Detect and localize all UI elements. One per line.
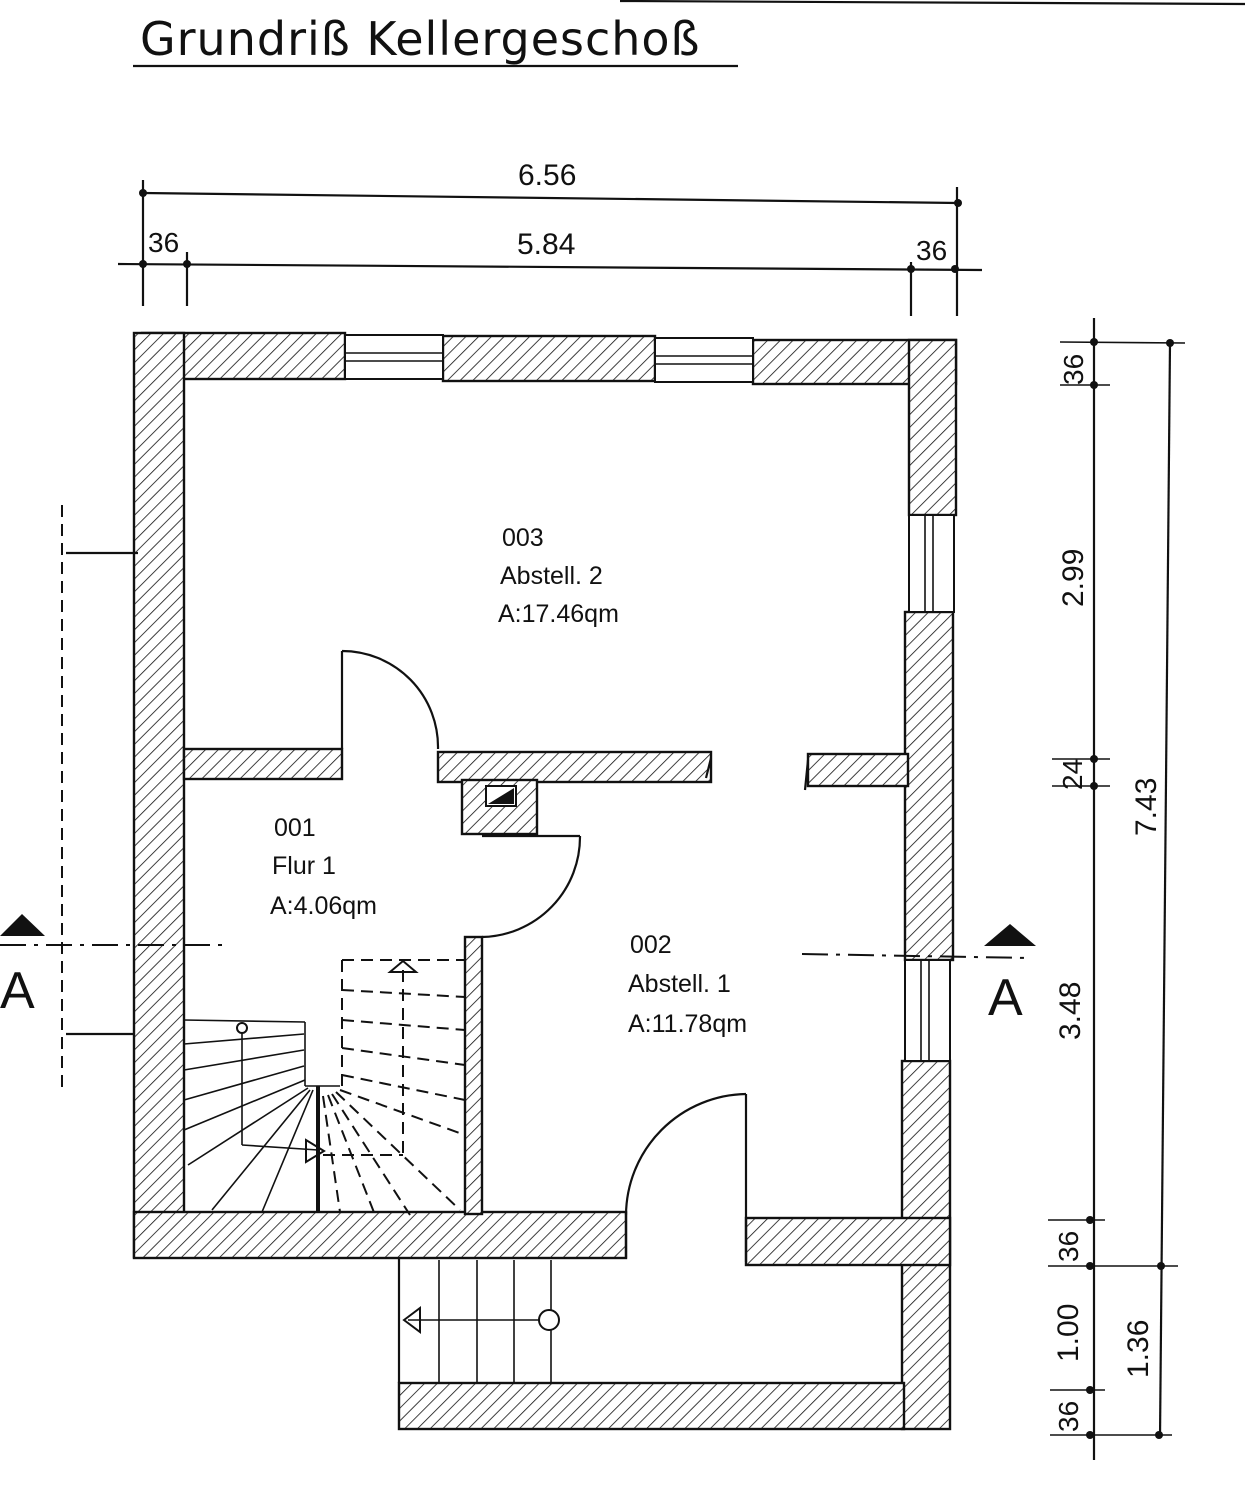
dim-right-36-bot: 36 <box>1053 1401 1084 1432</box>
dim-overall-width: 6.56 <box>518 159 576 192</box>
svg-text:Flur 1: Flur 1 <box>272 852 336 880</box>
dim-right-24: 24 <box>1057 759 1088 790</box>
door-room-002 <box>624 1092 748 1218</box>
dim-inner-width: 5.84 <box>517 228 575 261</box>
door-room-003 <box>340 649 440 750</box>
svg-text:001: 001 <box>274 814 316 842</box>
window-right-lower <box>904 959 951 1062</box>
section-mark-right: A <box>988 969 1023 1027</box>
staircase <box>183 959 466 1216</box>
section-line-a <box>0 505 1036 1090</box>
dim-right-136: 1.36 <box>1122 1320 1155 1378</box>
lightwell-stairs <box>397 1258 560 1383</box>
room-002-label: 002 Abstell. 1 A:11.78qm <box>628 931 747 1038</box>
door-room-001 <box>481 834 582 939</box>
svg-text:Abstell. 1: Abstell. 1 <box>628 970 731 998</box>
svg-text:A:4.06qm: A:4.06qm <box>270 892 377 920</box>
svg-text:A:17.46qm: A:17.46qm <box>498 600 619 628</box>
dim-right-wall: 36 <box>916 235 947 266</box>
walls <box>132 331 958 1431</box>
section-mark-left: A <box>0 962 35 1020</box>
dim-right-36-mid: 36 <box>1053 1231 1084 1262</box>
svg-text:A:11.78qm: A:11.78qm <box>628 1010 747 1038</box>
svg-text:Abstell. 2: Abstell. 2 <box>500 562 603 590</box>
room-001-label: 001 Flur 1 A:4.06qm <box>270 814 377 920</box>
dim-right-348: 3.48 <box>1054 982 1087 1040</box>
window-right-upper <box>908 514 955 613</box>
window-top-left <box>344 334 444 380</box>
top-dimensions <box>117 180 983 316</box>
svg-text:003: 003 <box>502 524 544 552</box>
svg-text:002: 002 <box>630 931 672 959</box>
plan-title: Grundriß Kellergeschoß <box>140 12 701 66</box>
room-003-label: 003 Abstell. 2 A:17.46qm <box>498 524 619 628</box>
dim-right-743: 7.43 <box>1130 778 1163 836</box>
dim-right-100: 1.00 <box>1052 1304 1085 1362</box>
right-dimensions <box>1048 318 1186 1460</box>
dim-right-299: 2.99 <box>1057 549 1090 607</box>
dim-right-36-top: 36 <box>1058 354 1089 385</box>
sheet-border-line <box>619 0 1245 6</box>
window-top-right <box>654 337 754 383</box>
dim-left-wall: 36 <box>148 227 179 258</box>
